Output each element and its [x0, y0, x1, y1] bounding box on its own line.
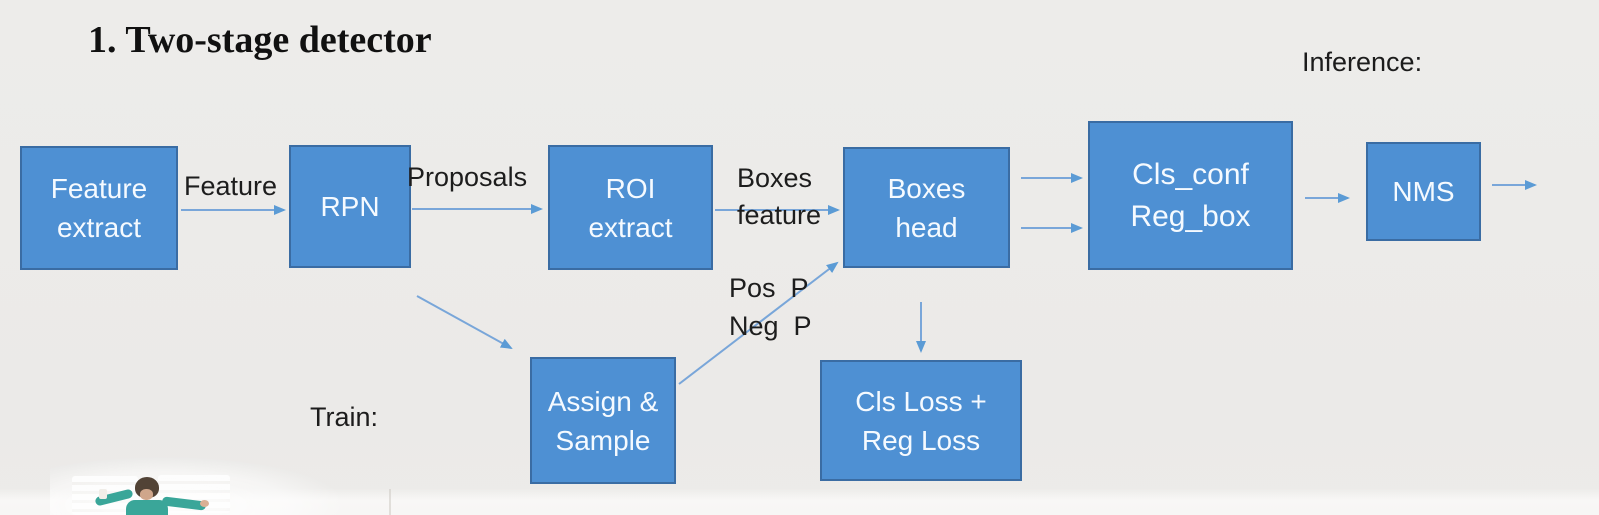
faint-vertical-line [389, 489, 391, 515]
train-label: Train: [310, 402, 379, 432]
node-label: Assign & Sample [547, 385, 659, 456]
node-label: Cls Loss + Reg Loss [855, 385, 987, 456]
arrow-rpn-to-assign-sample [416, 295, 513, 349]
node-label: Feature extract [50, 173, 148, 243]
node-label: RPN [320, 191, 380, 222]
node-rpn: RPN [289, 145, 411, 268]
presenter-held-object [99, 489, 107, 499]
node-label: Cls_conf Reg_box [1130, 157, 1251, 233]
node-label: NMS [1392, 176, 1455, 207]
presenter-right-hand [200, 500, 209, 507]
arrow-assign-sample-to-boxes-head [678, 261, 839, 385]
node-label: Boxes head [887, 172, 966, 243]
presenter-photo [50, 448, 430, 515]
node-boxes-head: Boxes head [843, 147, 1010, 268]
edge-label-proposals: Proposals [407, 162, 528, 192]
edge-label-boxes-feature: Boxes feature [737, 163, 822, 230]
presenter-torso [126, 500, 168, 515]
node-cls-loss-reg-loss: Cls Loss + Reg Loss [820, 360, 1022, 481]
edge-label-feature: Feature [184, 171, 278, 201]
node-assign-sample: Assign & Sample [530, 357, 676, 484]
node-cls-conf-reg-box: Cls_conf Reg_box [1088, 121, 1293, 270]
photo-white-fade [50, 448, 430, 515]
edge-label-pos-neg: Pos P Neg P [729, 273, 812, 341]
node-nms: NMS [1366, 142, 1481, 241]
node-feature-extract: Feature extract [20, 146, 178, 270]
inference-label: Inference: [1302, 47, 1423, 77]
presenter-face [140, 489, 153, 500]
node-label: ROI extract [588, 172, 673, 243]
node-roi-extract: ROI extract [548, 145, 713, 270]
page-title: 1. Two-stage detector [88, 19, 432, 61]
